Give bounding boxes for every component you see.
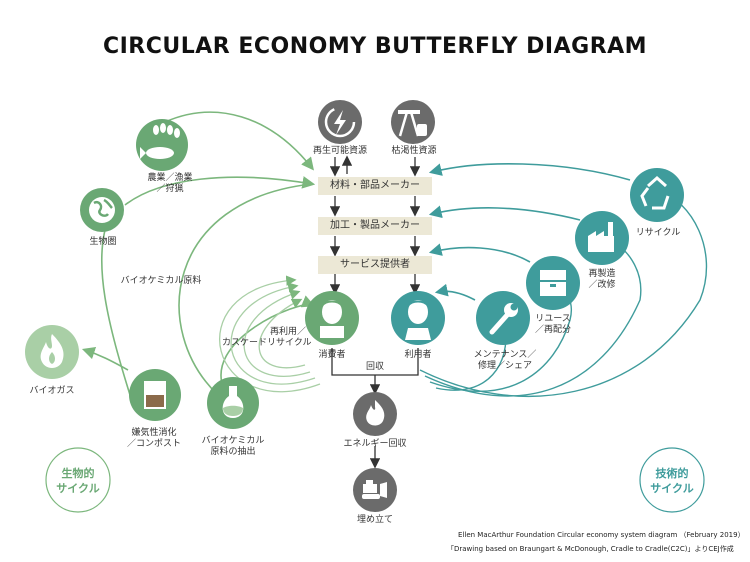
- bio-cycle-label: 生物的サイクル: [56, 467, 100, 495]
- biosphere-label: 生物圏: [89, 237, 117, 247]
- user-node: [391, 291, 445, 345]
- consumer-label: 消費者: [318, 350, 346, 360]
- renewable-label: 再生可能資源: [312, 146, 367, 156]
- lightning-icon: [324, 106, 356, 138]
- flame-icon: [40, 334, 64, 368]
- bio-flow-digestion: [100, 212, 131, 396]
- finite-label: 枯渇性資源: [391, 146, 437, 156]
- recycle-node: [630, 168, 684, 222]
- maintain-label: メンテナンス／修理／シェア: [473, 350, 537, 371]
- reuse-label: リユース／再配分: [534, 314, 571, 335]
- renewable-node: [318, 100, 362, 144]
- landfill-label: 埋め立て: [356, 515, 393, 525]
- digestion-label: 嫌気性消化／コンポスト: [126, 428, 181, 449]
- globe-icon: [89, 197, 115, 223]
- recycle-label: リサイクル: [635, 228, 681, 238]
- extraction-node: [207, 377, 259, 429]
- tech-cycle-label: 技術的サイクル: [650, 467, 694, 495]
- biogas-node: [25, 325, 79, 379]
- tech-cycle-circle: [639, 447, 705, 513]
- credit-line-2: 「Drawing based on Braungart & McDonough,…: [447, 545, 734, 553]
- fish-icon: [140, 147, 174, 159]
- tech-flow-recycle: [428, 163, 631, 181]
- tech-flow-maintain: [434, 283, 476, 301]
- factory-icon: [588, 222, 614, 252]
- consumer-icon: [320, 300, 344, 338]
- products-box: 加工・製品メーカー: [318, 217, 432, 235]
- biochem-feedstock-label: バイオケミカル原料: [120, 276, 202, 286]
- oil-pump-icon: [398, 110, 427, 137]
- biogas-label: バイオガス: [29, 386, 75, 396]
- agri-label: 農業／漁業／狩猟: [147, 173, 193, 194]
- wheat-icon: [153, 123, 180, 138]
- user-label: 利用者: [404, 350, 432, 360]
- energy-node: [353, 392, 397, 436]
- tech-flow-reuse: [428, 243, 531, 263]
- materials-box: 材料・部品メーカー: [318, 177, 432, 195]
- soil-bin-icon: [144, 381, 166, 409]
- diagram-title: CIRCULAR ECONOMY BUTTERFLY DIAGRAM: [102, 34, 648, 59]
- digestion-node: [129, 369, 181, 421]
- energy-flame-icon: [366, 400, 385, 426]
- remanufacture-label: 再製造／改修: [588, 269, 616, 290]
- collection-label: 回収: [365, 362, 384, 372]
- extraction-label: バイオケミカル原料の抽出: [201, 436, 265, 457]
- bio-flow-biogas: [81, 346, 129, 371]
- bio-flow-extraction: [220, 295, 315, 393]
- box-icon: [540, 270, 566, 296]
- landfill-bulldozer-icon: [362, 480, 387, 499]
- finite-node: [391, 100, 435, 144]
- credit-line-1: Ellen MacArthur Foundation Circular econ…: [458, 531, 745, 539]
- flask-icon: [222, 386, 244, 418]
- consumer-node: [305, 291, 359, 345]
- service-box: サービス提供者: [318, 256, 432, 274]
- wrench-icon: [489, 303, 518, 335]
- remanufacture-node: [575, 211, 629, 265]
- bio-flow-feedstock: [178, 183, 313, 396]
- recycle-icon: [640, 175, 670, 210]
- reuse-node: [526, 256, 580, 310]
- energy-label: エネルギー回収: [343, 439, 407, 449]
- maintenance-node: [476, 291, 530, 345]
- agriculture-node: [136, 119, 188, 171]
- bio-flow-agri: [164, 111, 314, 171]
- user-icon: [405, 300, 431, 340]
- landfill-node: [353, 468, 397, 512]
- cascade-label: 再利用／カスケードリサイクル: [222, 327, 312, 348]
- biosphere-node: [80, 188, 124, 232]
- bio-flow-biosphere: [124, 176, 316, 206]
- bio-cycle-circle: [45, 447, 111, 513]
- tech-flow-remanufacture: [428, 205, 581, 221]
